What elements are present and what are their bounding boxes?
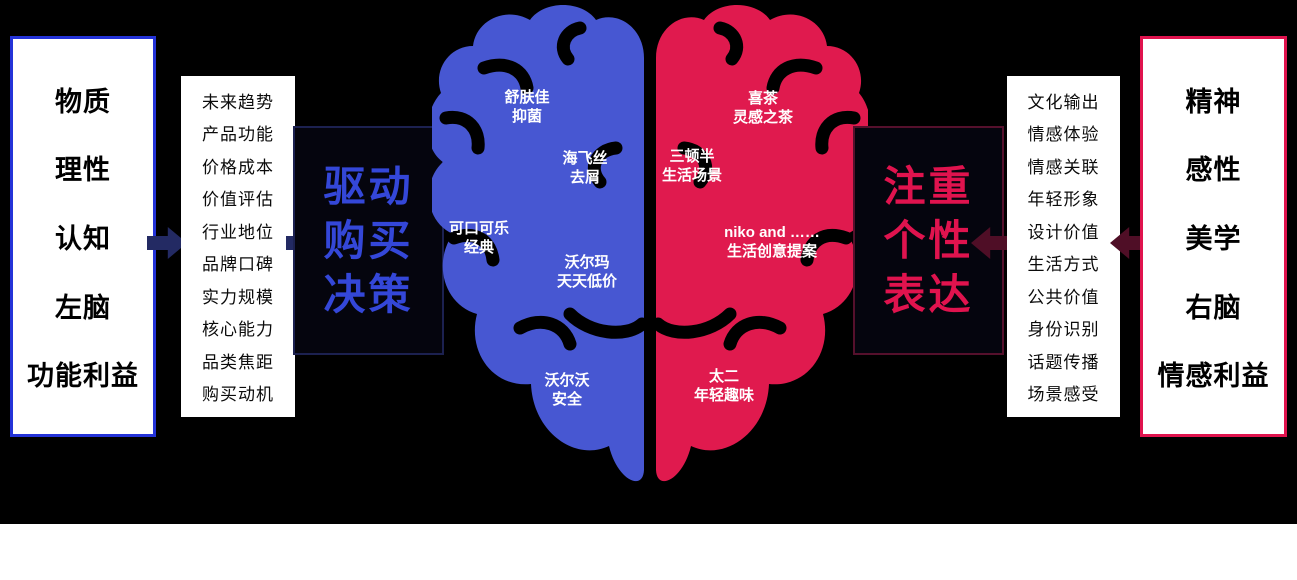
left-attribute-item: 认知 bbox=[55, 223, 111, 254]
brain-label-line: 生活创意提案 bbox=[726, 243, 817, 260]
brain-label-line: 经典 bbox=[463, 239, 495, 256]
brain-label-volvo: 沃尔沃安全 bbox=[544, 371, 589, 409]
drive-purchase-decision-line: 购买 bbox=[323, 216, 414, 264]
right-factor-item: 设计价值 bbox=[1027, 222, 1100, 242]
drive-purchase-decision-line: 驱动 bbox=[323, 162, 414, 210]
brain-label-line: 可口可乐 bbox=[448, 220, 510, 237]
left-factor-item: 品牌口碑 bbox=[202, 255, 274, 275]
brain-right-hemisphere bbox=[656, 5, 868, 481]
right-factor-item: 情感关联 bbox=[1027, 157, 1100, 177]
right-attribute-item: 感性 bbox=[1185, 155, 1242, 186]
brain-label-line: 天天低价 bbox=[556, 273, 618, 290]
left-factor-item: 行业地位 bbox=[202, 222, 274, 242]
right-attribute-item: 美学 bbox=[1185, 223, 1242, 254]
left-attribute-item: 左脑 bbox=[55, 292, 111, 323]
left-attribute-item: 功能利益 bbox=[27, 361, 139, 392]
right-attribute-item: 情感利益 bbox=[1157, 361, 1270, 392]
left-factor-item: 品类焦距 bbox=[202, 352, 274, 372]
left-attribute-box: 物质理性认知左脑功能利益 bbox=[10, 36, 156, 437]
drive-purchase-decision-line: 决策 bbox=[323, 270, 414, 318]
brain-label-line: 年轻趣味 bbox=[693, 387, 755, 404]
brain-label-line: 生活场景 bbox=[661, 167, 723, 184]
right-factor-item: 场景感受 bbox=[1027, 385, 1100, 405]
brain-label-line: 太二 bbox=[708, 368, 740, 385]
left-factor-item: 产品功能 bbox=[202, 125, 274, 145]
brain-label-heytea: 喜茶灵感之茶 bbox=[733, 89, 793, 127]
brain-label-line: 海飞丝 bbox=[562, 150, 608, 167]
right-factor-item: 年轻形象 bbox=[1027, 190, 1100, 210]
brain-label-line: 喜茶 bbox=[747, 90, 779, 107]
brain-left-hemisphere bbox=[432, 5, 644, 481]
right-factor-item: 话题传播 bbox=[1027, 352, 1100, 372]
brain-label-haifeisi: 海飞丝去屑 bbox=[562, 149, 607, 187]
brain-label-line: 抑菌 bbox=[511, 108, 543, 125]
right-factor-item: 身份识别 bbox=[1027, 320, 1100, 340]
brain-label-walmart: 沃尔玛天天低价 bbox=[557, 253, 617, 291]
brain-label-line: 舒肤佳 bbox=[504, 89, 550, 106]
brain-hemispheres-illustration bbox=[432, 5, 868, 481]
personal-expression-line: 表达 bbox=[883, 270, 974, 318]
personal-expression-line: 个性 bbox=[883, 216, 974, 264]
brain-label-nikoand: niko and …… 生活创意提案 bbox=[724, 223, 820, 261]
personal-expression-line: 注重 bbox=[883, 162, 974, 210]
right-attribute-item: 精神 bbox=[1185, 86, 1242, 117]
brain-fold-lines bbox=[439, 21, 861, 351]
right-attribute-box: 精神感性美学右脑情感利益 bbox=[1140, 36, 1287, 437]
brain-label-line: 灵感之茶 bbox=[732, 109, 794, 126]
brain-label-line: 沃尔玛 bbox=[564, 254, 610, 271]
brain-label-line: niko and …… bbox=[724, 224, 820, 241]
left-attribute-item: 理性 bbox=[55, 155, 111, 186]
brain-label-line: 去屑 bbox=[569, 169, 601, 186]
brain-label-shufujia: 舒肤佳抑菌 bbox=[504, 88, 549, 126]
brain-label-line: 安全 bbox=[551, 391, 583, 408]
left-factor-item: 未来趋势 bbox=[202, 92, 274, 112]
right-factor-item: 公共价值 bbox=[1027, 287, 1100, 307]
brain-label-taier: 太二年轻趣味 bbox=[694, 367, 754, 405]
left-factor-item: 购买动机 bbox=[202, 385, 274, 405]
left-factor-item: 实力规模 bbox=[202, 287, 274, 307]
brain-label-line: 沃尔沃 bbox=[544, 372, 590, 389]
drive-purchase-decision-box: 驱动购买决策 bbox=[293, 126, 444, 355]
left-factor-item: 核心能力 bbox=[202, 320, 274, 340]
brain-label-line: 三顿半 bbox=[669, 148, 715, 165]
left-factor-item: 价格成本 bbox=[202, 157, 274, 177]
right-factor-item: 文化输出 bbox=[1027, 92, 1100, 112]
right-factor-list: 文化输出情感体验情感关联年轻形象设计价值生活方式公共价值身份识别话题传播场景感受 bbox=[1007, 76, 1120, 417]
brain-label-sandunban: 三顿半生活场景 bbox=[662, 147, 722, 185]
right-factor-item: 情感体验 bbox=[1027, 125, 1100, 145]
left-factor-item: 价值评估 bbox=[202, 190, 274, 210]
brain-label-cocacola: 可口可乐经典 bbox=[449, 219, 509, 257]
right-factor-item: 生活方式 bbox=[1027, 255, 1100, 275]
left-factor-list: 未来趋势产品功能价格成本价值评估行业地位品牌口碑实力规模核心能力品类焦距购买动机 bbox=[181, 76, 295, 417]
right-attribute-item: 右脑 bbox=[1185, 292, 1242, 323]
left-attribute-item: 物质 bbox=[55, 86, 111, 117]
